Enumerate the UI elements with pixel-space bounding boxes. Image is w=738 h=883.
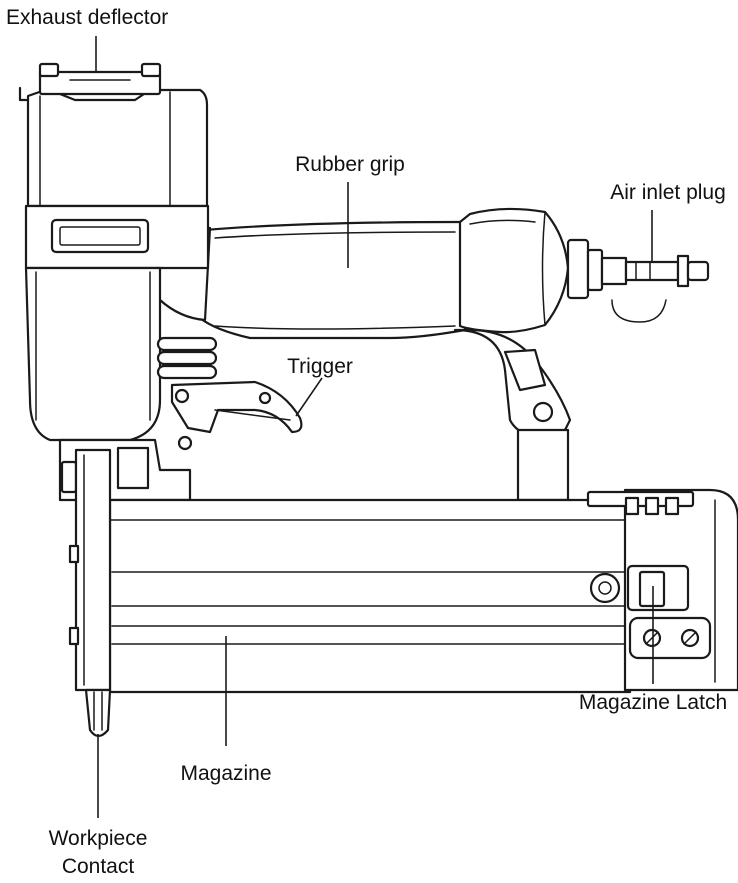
magazine — [108, 498, 632, 694]
air-inlet-plug — [600, 254, 710, 323]
label-magazine: Magazine — [180, 762, 271, 785]
leader-trigger — [295, 377, 323, 417]
rear-support — [453, 328, 572, 502]
workpiece-contact — [68, 448, 112, 738]
rear-cap — [458, 207, 604, 334]
label-workpiece-contact-line1: Workpiece — [49, 827, 148, 850]
label-exhaust-deflector: Exhaust deflector — [6, 6, 168, 29]
trigger — [170, 380, 303, 434]
rubber-grip — [198, 220, 467, 340]
label-trigger: Trigger — [287, 355, 353, 378]
label-workpiece-contact-line2: Contact — [62, 855, 135, 878]
cylinder-head — [18, 86, 209, 208]
label-rubber-grip: Rubber grip — [295, 153, 405, 176]
label-magazine-latch: Magazine Latch — [579, 691, 727, 714]
head-body — [24, 204, 210, 442]
exhaust-deflector — [38, 62, 162, 96]
trigger-guard — [156, 336, 218, 380]
label-air-inlet-plug: Air inlet plug — [610, 181, 726, 204]
